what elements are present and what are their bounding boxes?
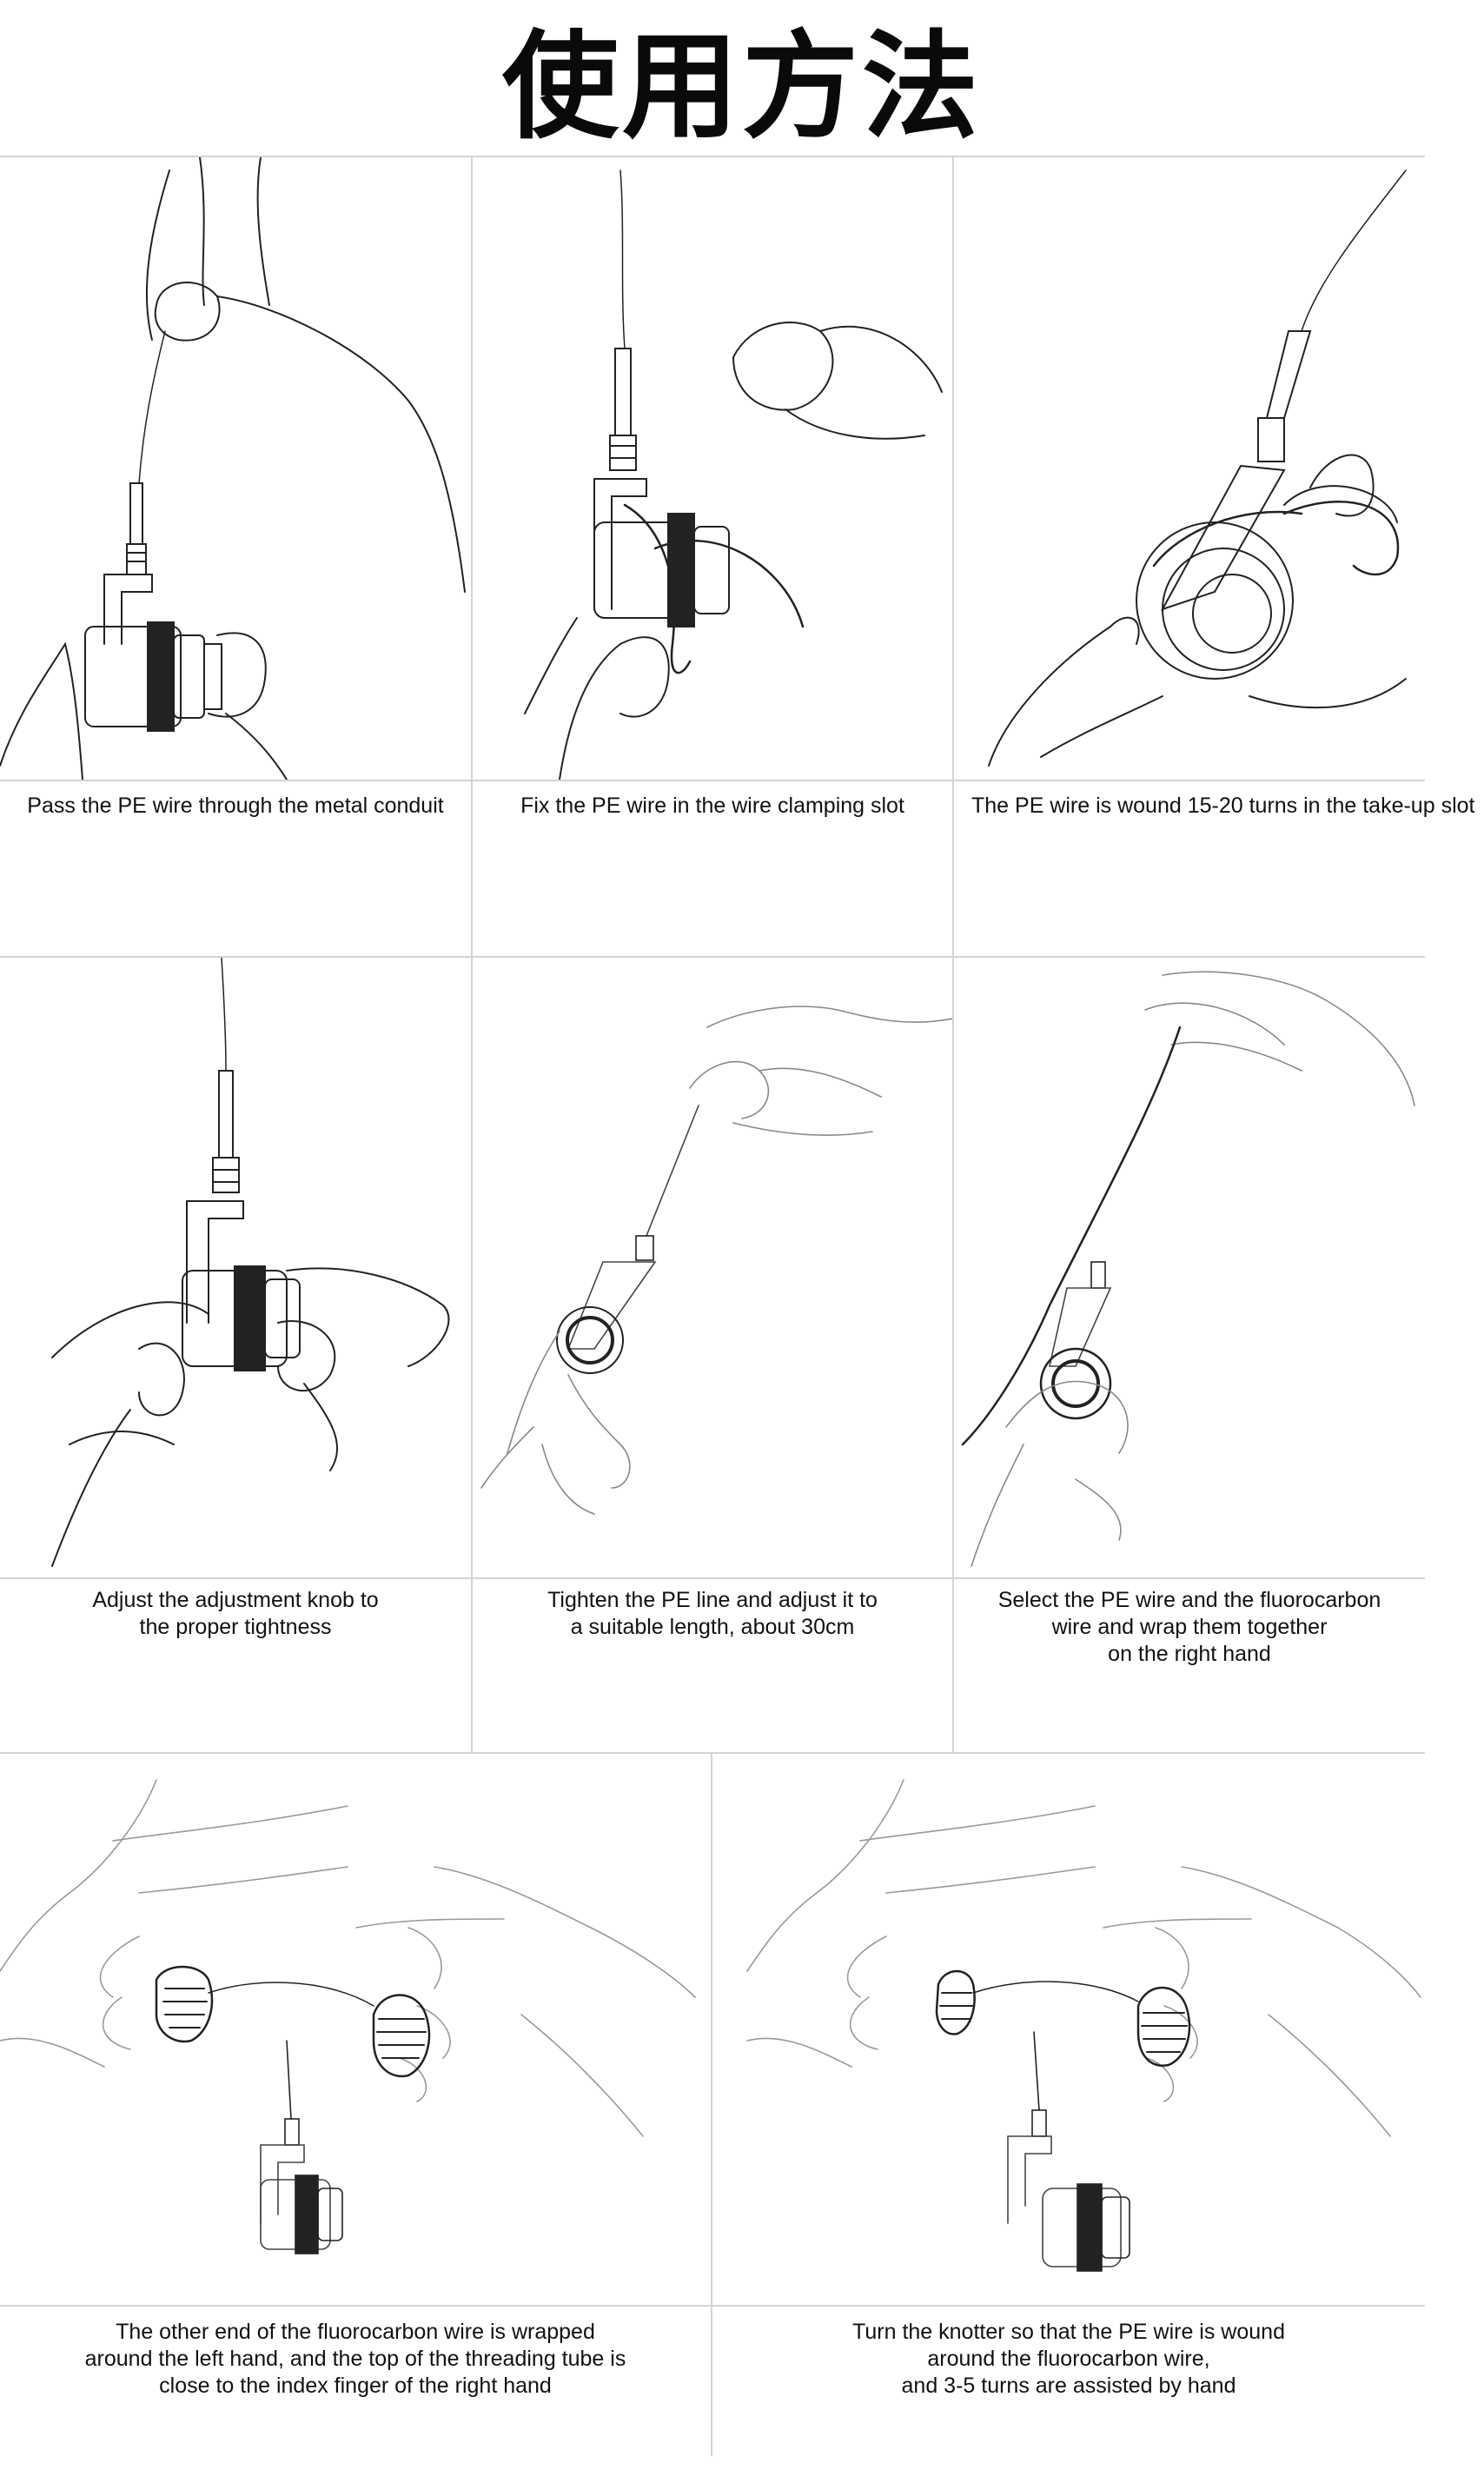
step-5-caption: Tighten the PE line and adjust it to a s… (547, 1588, 878, 1639)
divider (0, 2305, 1425, 2307)
step-8-caption: Turn the knotter so that the PE wire is … (852, 2320, 1285, 2398)
step-3-illustration (954, 157, 1425, 780)
hand-knotter-illustration (480, 1006, 952, 1515)
divider (471, 156, 473, 1752)
step-7-illustration (0, 1754, 711, 2305)
step-1-caption: Pass the PE wire through the metal condu… (27, 793, 444, 818)
step-5-illustration (473, 958, 952, 1577)
step-6-illustration (954, 958, 1425, 1577)
step-2-caption: Fix the PE wire in the wire clamping slo… (520, 793, 904, 818)
hand-knotter-illustration (746, 1779, 1421, 2272)
hand-knotter-illustration (988, 169, 1407, 767)
step-1-illustration (0, 157, 471, 780)
divider (711, 1752, 712, 2456)
divider (0, 156, 1425, 157)
step-6-caption: Select the PE wire and the fluorocarbon … (997, 1588, 1381, 1666)
divider (0, 1752, 1425, 1754)
step-4-caption: Adjust the adjustment knob to the proper… (92, 1588, 379, 1639)
step-7-caption: The other end of the fluorocarbon wire i… (84, 2320, 626, 2398)
hand-knotter-illustration (0, 157, 466, 780)
step-4-illustration (0, 958, 471, 1577)
hand-knotter-illustration (961, 971, 1415, 1567)
divider (952, 156, 954, 1752)
step-8-illustration (712, 1754, 1425, 2305)
step-3-caption: The PE wire is wound 15-20 turns in the … (971, 793, 1475, 818)
hand-knotter-illustration (524, 169, 943, 780)
divider (0, 1577, 1425, 1579)
divider (0, 956, 1425, 958)
divider (0, 780, 1425, 781)
hand-knotter-illustration (51, 958, 450, 1567)
hand-knotter-illustration (0, 1779, 696, 2254)
page-title: 使用方法 (501, 19, 982, 155)
step-2-illustration (473, 157, 952, 780)
